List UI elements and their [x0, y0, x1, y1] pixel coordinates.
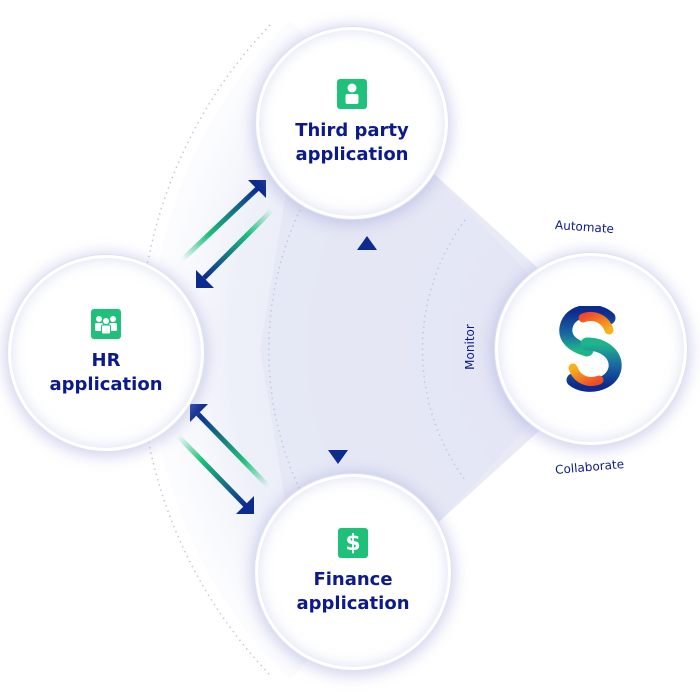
arrowhead-icon: [328, 450, 348, 464]
hr-application-label: HR application: [49, 350, 163, 395]
user-icon: [337, 79, 367, 109]
arrow-finance-to-third-party: [357, 236, 377, 450]
arrowhead-icon: [248, 180, 266, 198]
finance-application-label: Finance application: [296, 569, 410, 614]
team-icon: [91, 309, 121, 339]
monitor-band: [260, 170, 540, 530]
arrowhead-icon: [190, 404, 208, 422]
arrow-third-party-to-finance: [328, 258, 348, 464]
monitor-label: Monitor: [462, 324, 477, 370]
dotted-arc-middle: [268, 209, 301, 491]
dollar-icon: $: [338, 528, 368, 558]
arrowhead-icon: [357, 236, 377, 250]
finance-application-node[interactable]: $ Finance application: [255, 474, 451, 670]
arrow-third-party-to-hr: [196, 208, 274, 288]
arrow-hr-to-finance: [176, 434, 254, 514]
s-logo-icon: [559, 306, 622, 392]
third-party-application-node[interactable]: Third party application: [256, 27, 448, 219]
hr-application-node[interactable]: HR application: [8, 255, 204, 451]
arrowhead-icon: [196, 270, 214, 288]
third-party-application-label: Third party application: [295, 120, 409, 165]
arrow-hr-to-third-party: [180, 180, 266, 262]
arrow-finance-to-hr: [190, 404, 270, 488]
hub-node[interactable]: [495, 253, 687, 445]
arrowhead-icon: [236, 496, 254, 514]
